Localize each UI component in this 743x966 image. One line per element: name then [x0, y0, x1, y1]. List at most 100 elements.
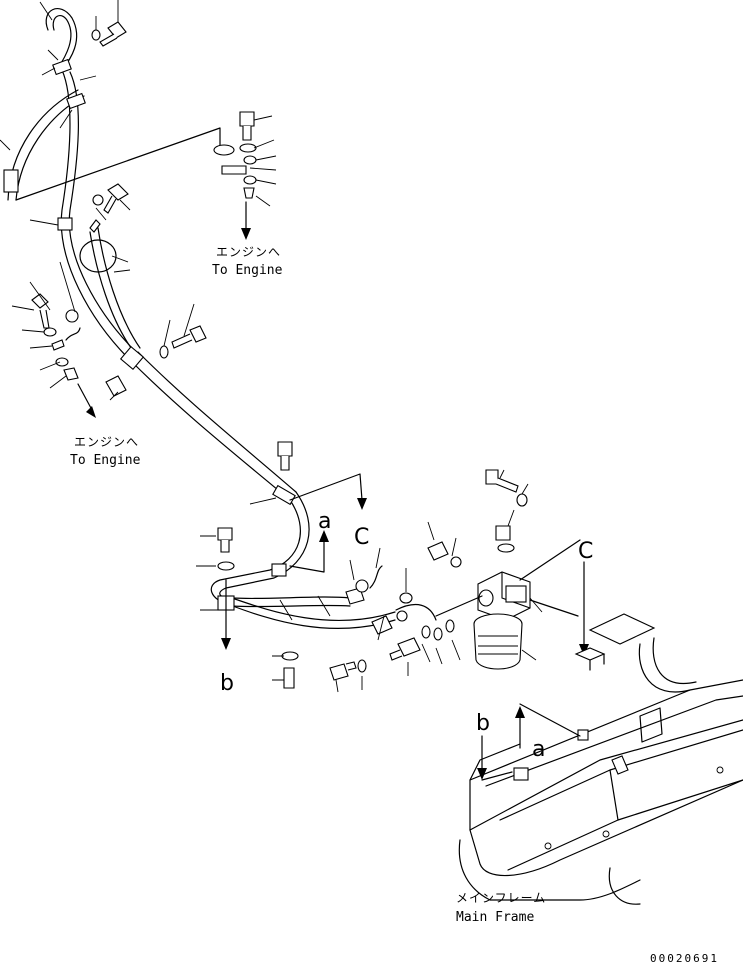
bolt-head-d	[329, 663, 349, 681]
arrow-head-a-lower	[515, 706, 525, 718]
washer-sensor	[450, 556, 462, 568]
bolt-shank-d	[345, 661, 357, 671]
washer-d	[357, 659, 367, 673]
callout-en-left: To Engine	[70, 453, 141, 468]
washer-bottom	[281, 651, 299, 661]
bolt-shank-lower	[280, 456, 290, 471]
hose-main-b	[68, 71, 137, 353]
filter-head-port	[505, 585, 527, 603]
frame-hole-1	[544, 842, 552, 850]
main-frame	[458, 613, 743, 905]
leaders-right-engine	[249, 115, 277, 207]
arrow-head-b-lower	[477, 768, 487, 780]
bolt-head-clamp-mid	[189, 325, 207, 343]
washer-filter	[516, 493, 528, 507]
filter-head-boss	[478, 589, 494, 607]
small-pipe-1	[369, 565, 383, 589]
washer-vent	[497, 543, 515, 553]
washer-engine-right-1	[213, 144, 235, 156]
frame-top-inner	[485, 695, 743, 787]
bolt-head-filter	[485, 469, 499, 485]
vent-plug	[495, 525, 511, 541]
fitting-left	[51, 339, 65, 351]
frame-hole-2	[602, 830, 610, 838]
bolt-shank-c	[389, 649, 403, 661]
leader-left-arc	[0, 139, 11, 151]
leaders-fittings	[335, 547, 461, 693]
hose-lower-b	[219, 491, 396, 622]
leaders-lower-left	[196, 535, 218, 611]
connector-left	[63, 367, 79, 381]
frame-cutout	[639, 707, 663, 743]
fuel-hose-assembly	[7, 8, 396, 629]
bolt-head-ll	[217, 527, 233, 541]
hose-lower-d	[231, 604, 351, 608]
frame-side-mid	[469, 719, 743, 831]
fuel-filter-assembly	[427, 469, 581, 670]
hose-main-c	[89, 231, 135, 353]
nipple-engine-right	[243, 187, 255, 199]
arrow-head-engine-left	[86, 406, 96, 418]
drawing-number: 00020691	[650, 952, 719, 965]
callout-en-frame: Main Frame	[456, 910, 534, 925]
view-letter-b-lower: b	[476, 711, 490, 736]
hose-diagonal-a	[129, 359, 291, 501]
leaders-mid	[29, 199, 131, 273]
pipe-to-filter	[435, 595, 483, 617]
frame-mount-block	[513, 767, 529, 781]
view-letter-c-left: C	[354, 525, 369, 550]
view-letter-a-lower: a	[532, 737, 545, 762]
washer-engine-right-4	[243, 175, 257, 185]
clamp-bolt-mid	[159, 303, 207, 359]
clamp-6	[271, 563, 287, 577]
bolt-shank-engine-right	[242, 126, 252, 141]
mid-bolt-group	[29, 183, 131, 273]
leaders-top	[39, 0, 119, 129]
hose-main-a	[60, 69, 131, 361]
filter-body	[473, 623, 523, 670]
frame-hole-3	[716, 766, 724, 774]
bolt-head-c	[397, 637, 421, 657]
frame-inner-panel	[499, 769, 619, 871]
hose-end-fitting-left	[3, 169, 19, 193]
frame-mount-top	[577, 729, 589, 741]
arrow-shaft-c-left	[289, 473, 363, 501]
arrow-head-b	[221, 638, 231, 650]
banjo-fitting-right	[221, 165, 247, 175]
leaders-left-engine	[11, 261, 119, 401]
callout-jp-right: エンジンへ	[216, 245, 281, 259]
arrow-tail-a-lower	[519, 703, 581, 737]
fittings-cluster	[329, 547, 461, 693]
clamp-1	[52, 58, 72, 76]
frame-lower-curve	[608, 867, 641, 905]
hose-diagonal-b	[137, 351, 297, 493]
view-letter-a-upper: a	[318, 509, 331, 534]
filter-ribs	[478, 635, 518, 655]
bolt-shank-mid	[103, 195, 117, 214]
leaders-filter	[427, 469, 543, 661]
bolt-shank-clamp-mid	[171, 333, 193, 349]
arrow-shaft-engine-left	[77, 383, 93, 411]
hose-lower-c	[231, 596, 351, 600]
top-bolt-group	[39, 0, 127, 129]
washer-left-2	[55, 357, 69, 367]
arrow-head-engine-right	[241, 228, 251, 240]
bolt-bottom	[283, 667, 295, 689]
frame-bracket-legs	[589, 653, 605, 671]
left-engine-fasteners	[11, 261, 127, 418]
washer-c3	[433, 627, 443, 641]
callout-jp-left: エンジンへ	[74, 435, 139, 449]
washer-c2	[421, 625, 431, 639]
leader-clamp-lower	[249, 497, 277, 505]
bolt-shank-ll	[220, 540, 230, 553]
bolt-shank-top	[99, 33, 118, 47]
frame-bracket-plate	[588, 613, 656, 645]
plug-left	[65, 309, 79, 323]
washer-clamp-mid	[159, 345, 169, 359]
clamp-2	[66, 92, 86, 110]
washer-left-1	[43, 327, 57, 337]
leaders-bottom	[272, 595, 331, 681]
hose-lower-a	[210, 499, 396, 629]
frame-lower-lip	[458, 839, 641, 901]
